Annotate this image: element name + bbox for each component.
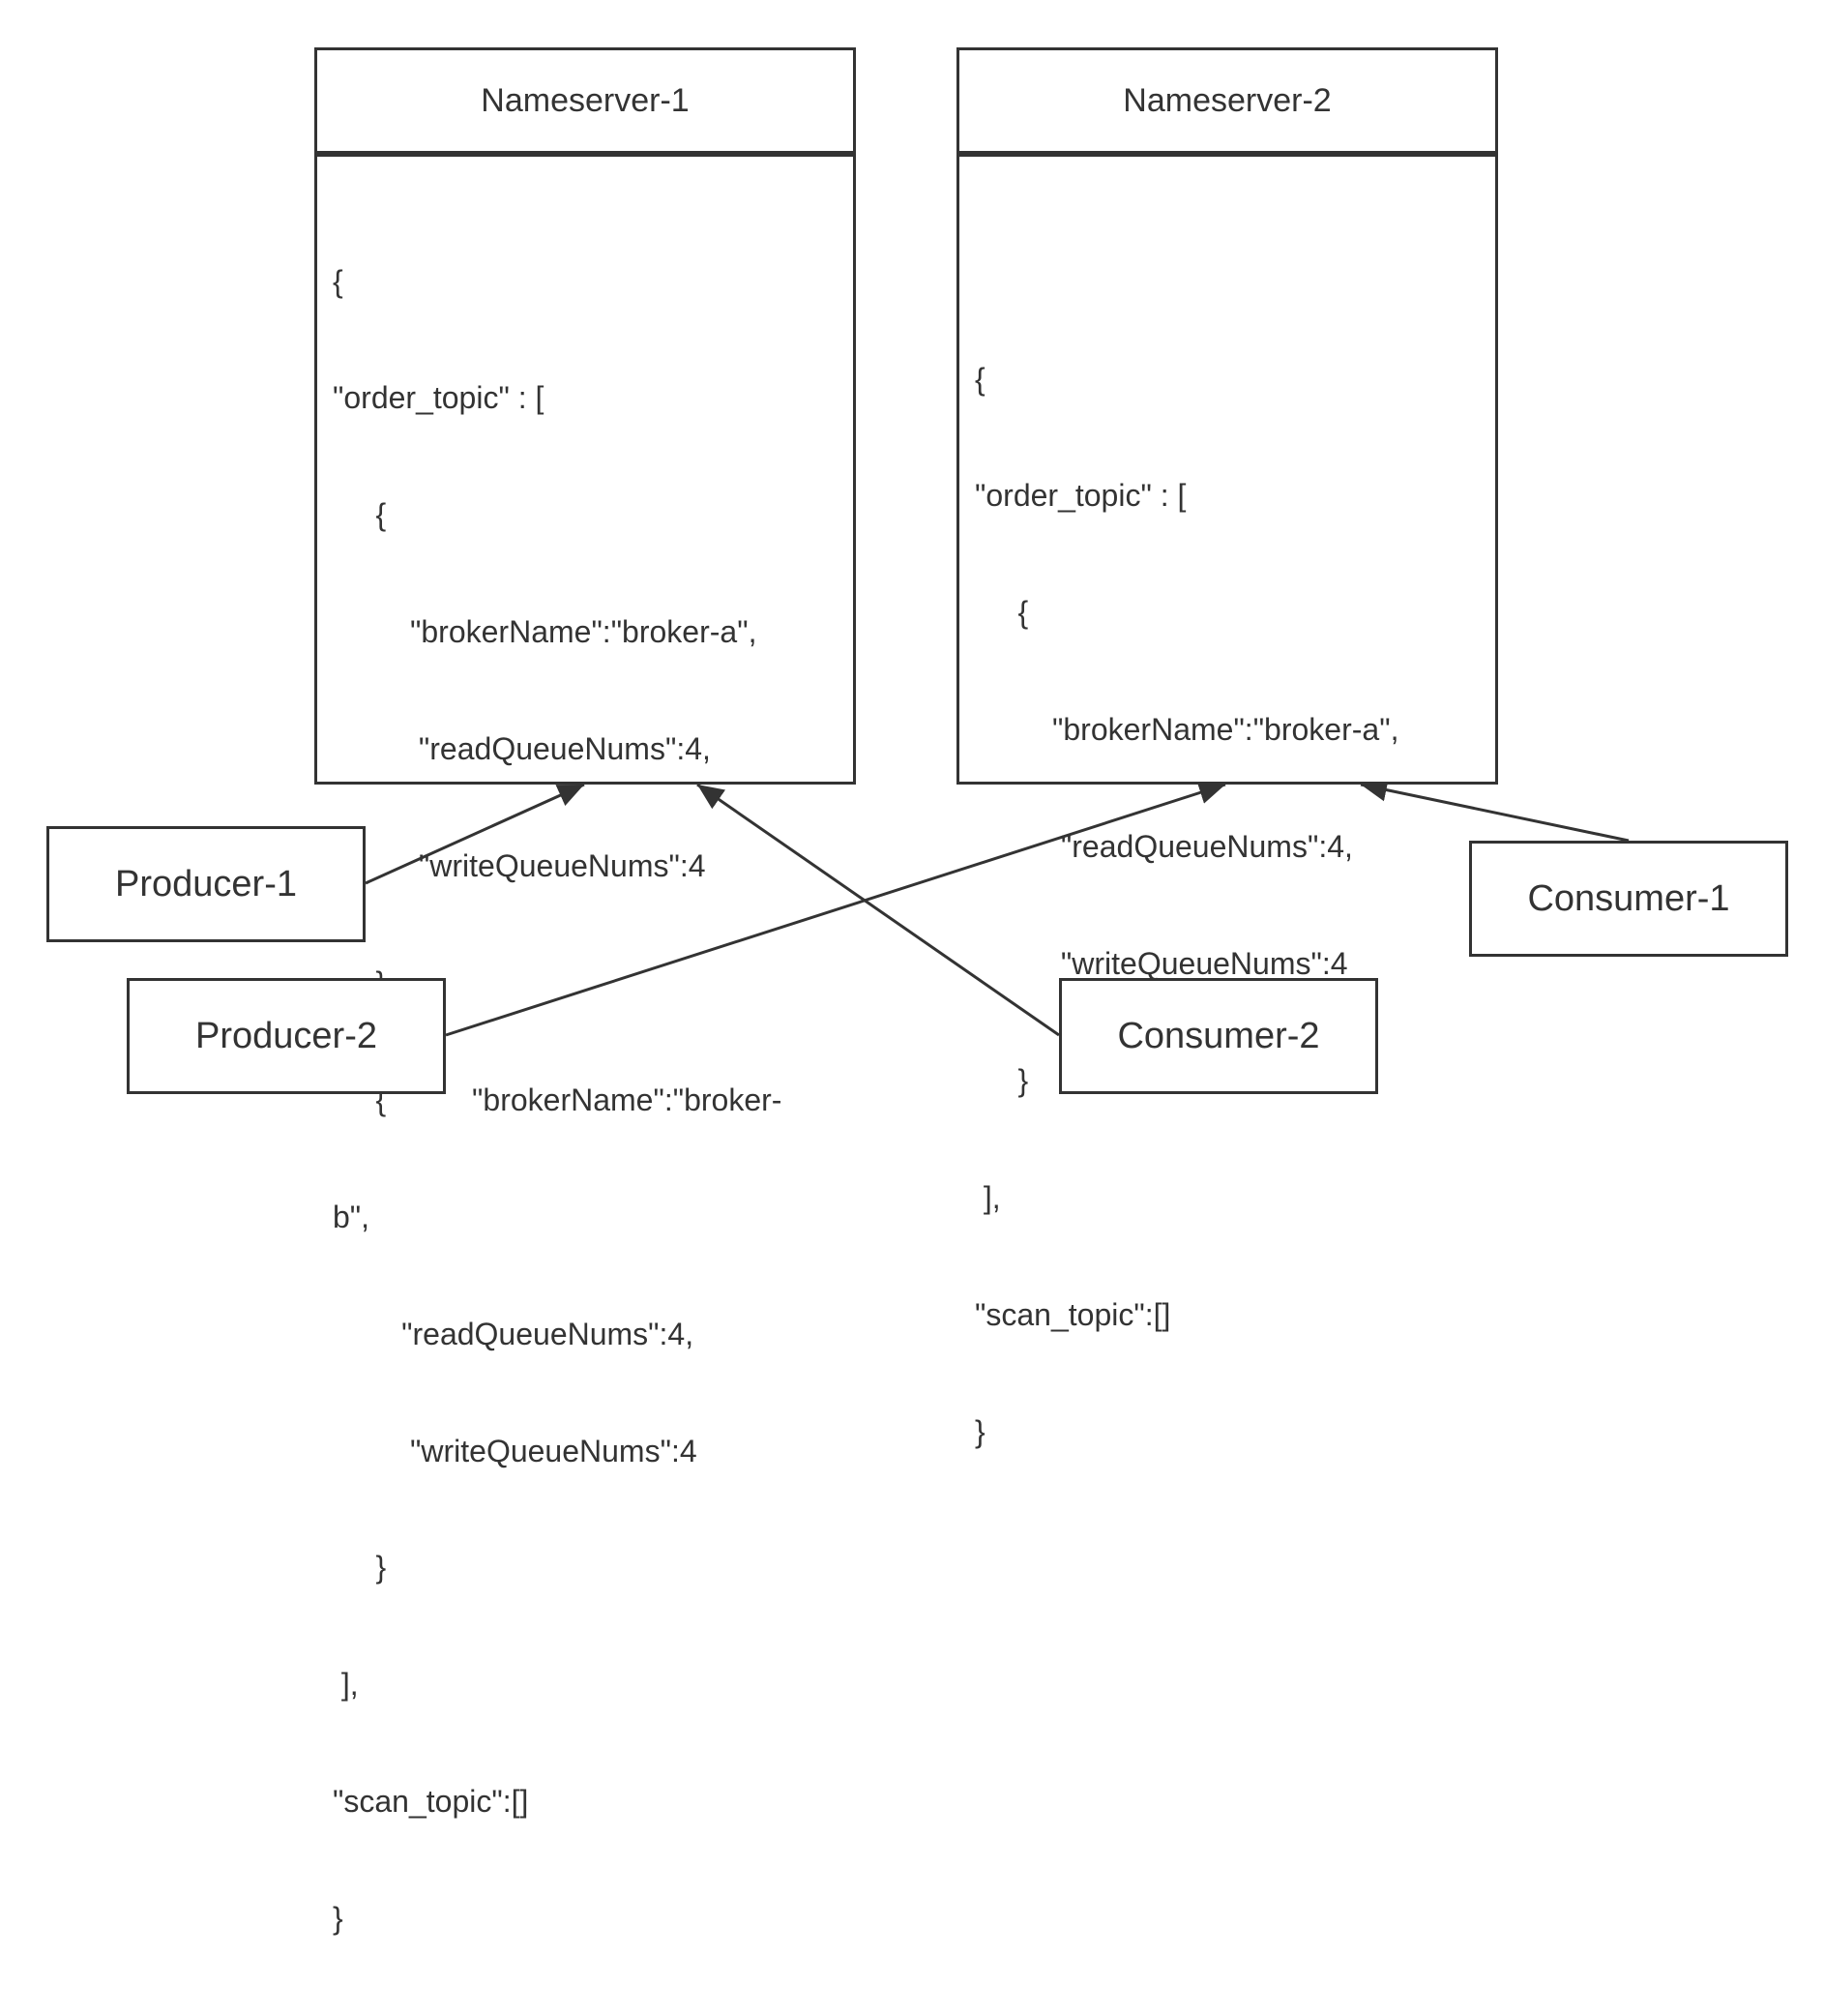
config-line: ], xyxy=(975,1179,1001,1215)
producer-2-node[interactable]: Producer-2 xyxy=(127,978,446,1094)
connection-layer xyxy=(365,778,1630,1037)
nameserver-1-title: Nameserver-1 xyxy=(317,50,853,157)
config-line: { "brokerName":"broker- xyxy=(333,1082,782,1117)
config-line: b", xyxy=(333,1199,370,1234)
nameserver-2-node[interactable]: Nameserver-2 { "order_topic" : [ { "brok… xyxy=(956,47,1498,1449)
config-line: { xyxy=(975,361,986,397)
consumer-2-node[interactable]: Consumer-2 xyxy=(1059,978,1378,1094)
consumer-2-label: Consumer-2 xyxy=(1117,1015,1320,1056)
config-line: } xyxy=(975,1062,1029,1098)
config-line: "order_topic" : [ xyxy=(975,478,1187,514)
config-line: "readQueueNums":4, xyxy=(333,731,711,767)
config-line: ], xyxy=(333,1667,359,1703)
config-line: "brokerName":"broker-a", xyxy=(975,712,1399,748)
consumer-1-label: Consumer-1 xyxy=(1527,877,1730,919)
nameserver-2-title: Nameserver-2 xyxy=(959,50,1495,157)
config-line: "readQueueNums":4, xyxy=(975,829,1353,865)
config-line: "readQueueNums":4, xyxy=(333,1316,694,1351)
config-line: } xyxy=(333,1901,343,1937)
config-line: "brokerName":"broker-a", xyxy=(333,614,757,650)
edge-consumer-1-to-nameserver-2 xyxy=(1360,778,1630,843)
nameserver-1-config: { "order_topic" : [ { "brokerName":"brok… xyxy=(333,184,781,2016)
consumer-1-node[interactable]: Consumer-1 xyxy=(1469,841,1788,957)
config-line: "order_topic" : [ xyxy=(333,380,544,416)
config-line: { xyxy=(333,497,387,533)
config-line: { xyxy=(333,263,343,299)
config-line: } xyxy=(975,1413,986,1449)
producer-1-node[interactable]: Producer-1 xyxy=(46,826,366,942)
diagram-canvas: Nameserver-1 { "order_topic" : [ { "brok… xyxy=(46,47,1788,1937)
nameserver-1-node[interactable]: Nameserver-1 { "order_topic" : [ { "brok… xyxy=(314,47,856,1936)
config-line: } xyxy=(333,1550,387,1586)
config-line: { xyxy=(975,595,1029,631)
config-line: "scan_topic":[] xyxy=(975,1296,1171,1332)
nameserver-2-config: { "order_topic" : [ { "brokerName":"brok… xyxy=(975,282,1398,1529)
producer-2-label: Producer-2 xyxy=(195,1015,377,1056)
config-line: "writeQueueNums":4 xyxy=(333,1433,697,1468)
config-line: "scan_topic":[] xyxy=(333,1784,529,1820)
config-line: "writeQueueNums":4 xyxy=(333,848,706,884)
config-line: "writeQueueNums":4 xyxy=(975,946,1348,982)
producer-1-label: Producer-1 xyxy=(115,863,297,904)
